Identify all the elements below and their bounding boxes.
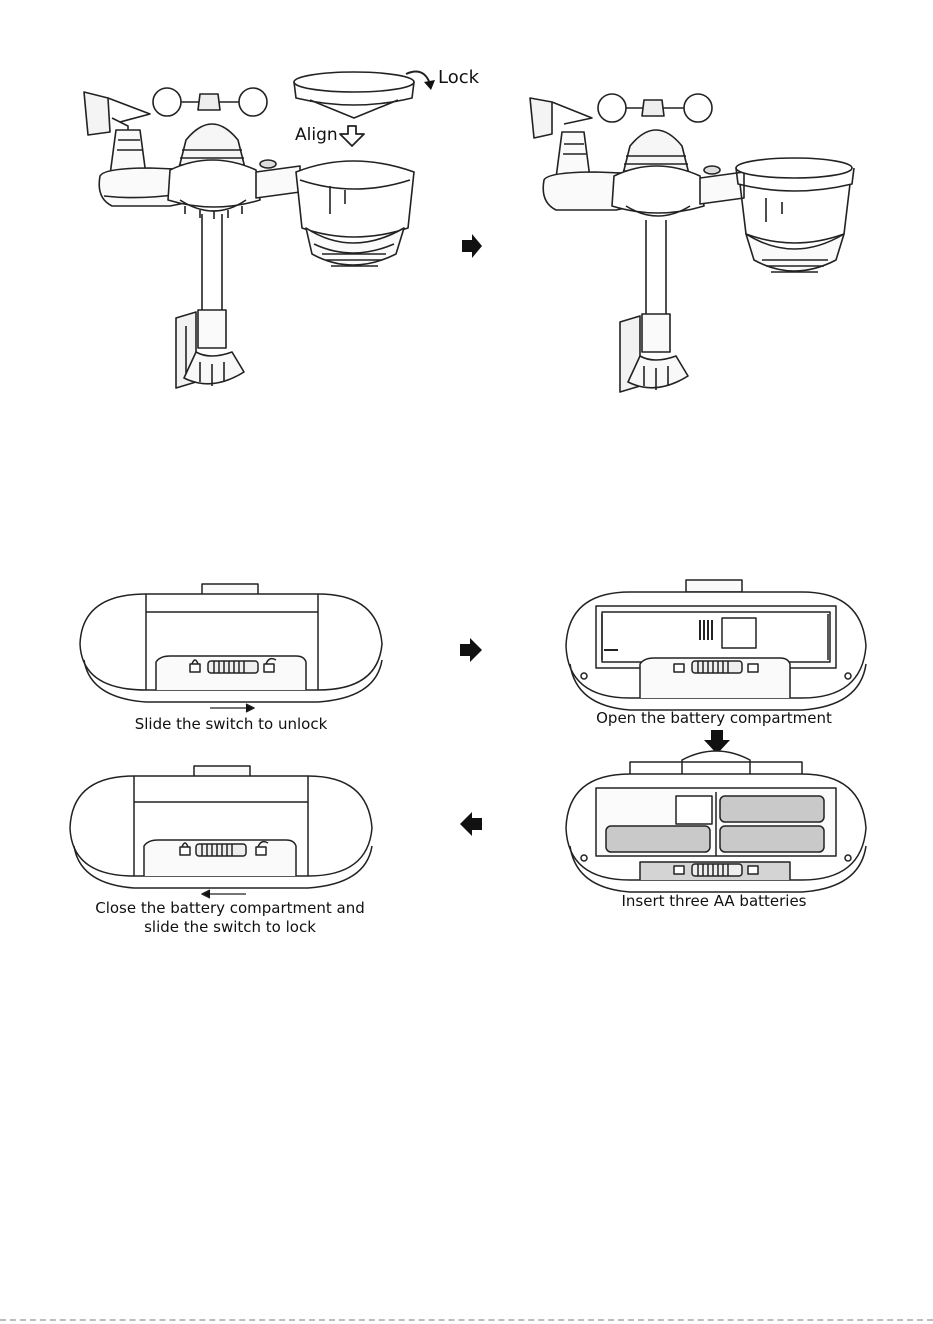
battery-housing-step3 <box>566 751 866 892</box>
unlock-icon <box>264 664 274 672</box>
battery-steps-figure <box>0 0 933 960</box>
step4-caption-line2: slide the switch to lock <box>60 918 400 937</box>
step4-caption: Close the battery compartment and slide … <box>60 899 400 937</box>
page-bottom-rule <box>0 1319 933 1321</box>
step2-caption: Open the battery compartment <box>578 709 850 728</box>
step4-caption-line1: Close the battery compartment and <box>60 899 400 918</box>
step1-caption: Slide the switch to unlock <box>100 715 362 734</box>
arrow-right-icon <box>460 638 482 662</box>
arrow-left-icon <box>460 812 482 836</box>
battery-housing-step4 <box>70 766 372 898</box>
battery-housing-step2 <box>566 580 866 710</box>
step3-caption: Insert three AA batteries <box>583 892 845 911</box>
lock-icon <box>190 664 200 672</box>
battery-housing-step1 <box>80 584 382 712</box>
